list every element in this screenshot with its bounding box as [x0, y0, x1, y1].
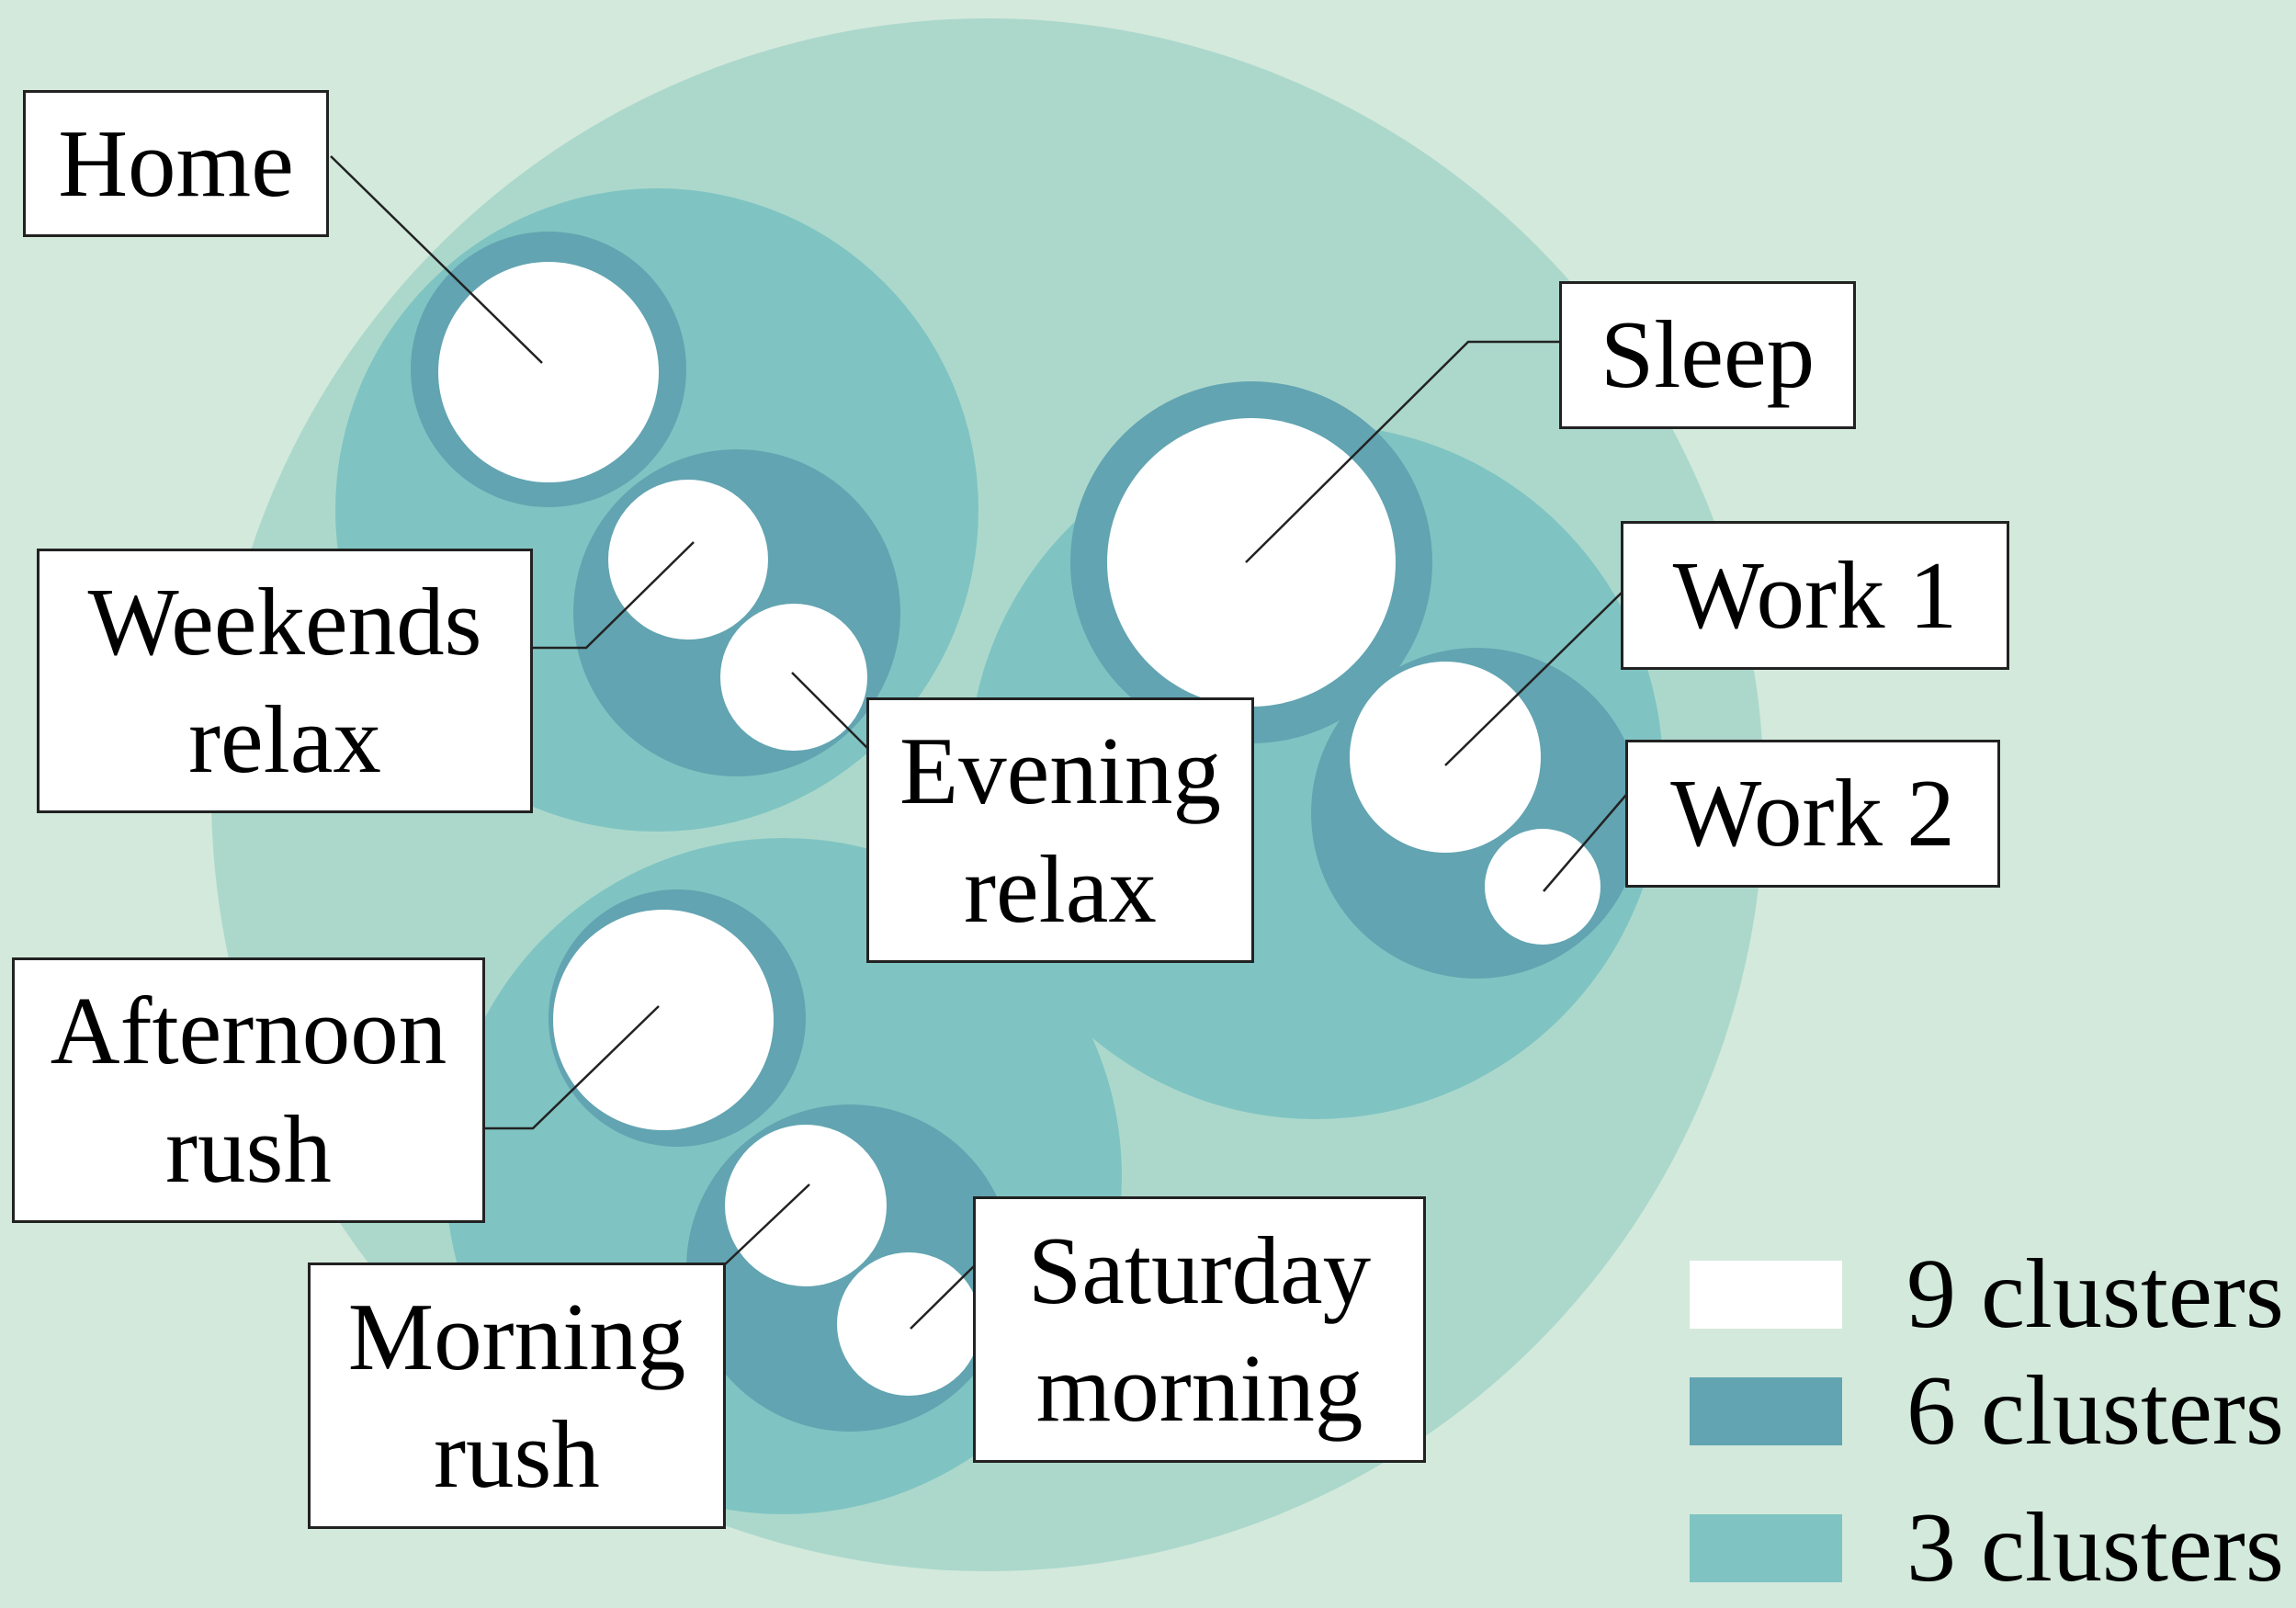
- legend-item-3-clusters: 3 clusters: [1690, 1499, 2284, 1598]
- legend-swatch-9-clusters: [1690, 1261, 1842, 1329]
- leader-line-work-2: [1543, 794, 1627, 892]
- label-evening-relax-text: Evening relax: [899, 717, 1221, 943]
- leader-line-evening-relax: [791, 672, 869, 750]
- label-morning-rush-text: Morning rush: [347, 1282, 686, 1508]
- leader-line-sleep: [1245, 340, 1562, 563]
- leader-line-home: [330, 155, 543, 364]
- label-saturday-morning-text: Saturday morning: [1027, 1216, 1372, 1442]
- label-work-1-text: Work 1: [1672, 540, 1958, 649]
- label-work-2-text: Work 2: [1670, 759, 1955, 867]
- label-home: Home: [23, 90, 329, 237]
- label-work-1: Work 1: [1621, 521, 2009, 670]
- legend-item-6-clusters: 6 clusters: [1690, 1362, 2284, 1461]
- label-afternoon-rush: Afternoon rush: [12, 957, 485, 1223]
- cluster-9-afternoon-rush: [553, 910, 774, 1130]
- leader-line-work-1: [1444, 592, 1623, 766]
- legend-swatch-3-clusters: [1690, 1514, 1842, 1582]
- label-sleep: Sleep: [1559, 281, 1856, 429]
- leader-line-saturday-morning: [910, 1265, 975, 1330]
- label-sleep-text: Sleep: [1600, 300, 1815, 409]
- leader-line-morning-rush: [723, 1183, 810, 1266]
- label-home-text: Home: [58, 108, 294, 217]
- label-weekends-relax: Weekends relax: [37, 549, 533, 813]
- cluster-9-evening-relax: [720, 604, 867, 751]
- cluster-9-work-1: [1350, 662, 1541, 853]
- legend-item-9-clusters: 9 clusters: [1690, 1245, 2284, 1344]
- cluster-9-morning-rush: [725, 1125, 887, 1286]
- leader-line-afternoon-rush: [485, 1005, 660, 1130]
- leader-line-weekends-relax: [533, 541, 695, 650]
- cluster-9-weekends-relax: [608, 480, 768, 640]
- legend-label-6-clusters: 6 clusters: [1906, 1356, 2284, 1466]
- cluster-9-saturday-morning: [837, 1252, 980, 1396]
- legend-label-9-clusters: 9 clusters: [1906, 1240, 2284, 1349]
- legend-swatch-6-clusters: [1690, 1377, 1842, 1445]
- label-evening-relax: Evening relax: [866, 697, 1254, 963]
- label-weekends-relax-text: Weekends relax: [87, 567, 482, 793]
- label-work-2: Work 2: [1625, 740, 2000, 888]
- label-morning-rush: Morning rush: [308, 1263, 726, 1529]
- label-saturday-morning: Saturday morning: [973, 1196, 1426, 1463]
- cluster-9-sleep: [1107, 418, 1396, 707]
- cluster-9-home: [438, 262, 659, 482]
- label-afternoon-rush-text: Afternoon rush: [50, 977, 447, 1203]
- legend-label-3-clusters: 3 clusters: [1906, 1493, 2284, 1602]
